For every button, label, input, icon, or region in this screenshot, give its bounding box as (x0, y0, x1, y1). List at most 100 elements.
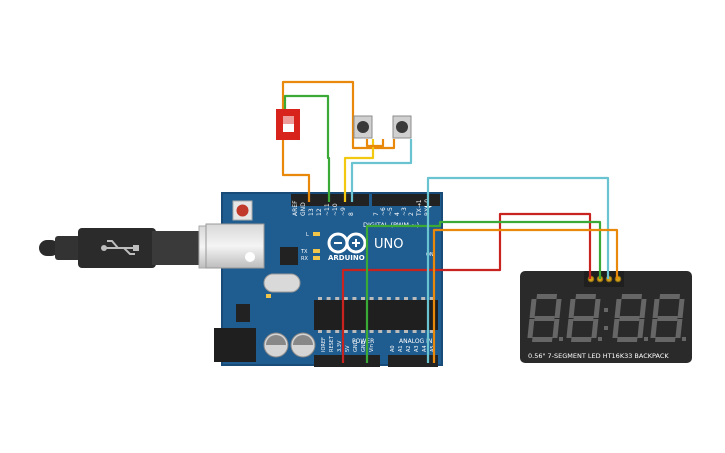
pin-label: AREF (292, 200, 299, 216)
pin-label: A4 (422, 345, 428, 352)
wire-cyan-button (350, 139, 413, 202)
segment (532, 337, 553, 342)
usb-chip (280, 247, 298, 265)
segment (650, 319, 658, 338)
power-label: POWER (352, 338, 374, 345)
pin-label: ~10 (332, 203, 339, 216)
mounting-hole (245, 252, 255, 262)
analog-header[interactable] (388, 355, 438, 367)
wire-green-switch (283, 94, 331, 202)
wire-yellow-button (343, 139, 375, 202)
segment (573, 316, 594, 321)
pin-label: A0 (390, 345, 396, 352)
pin-label: ~11 (324, 203, 331, 216)
push-button-1[interactable] (353, 115, 373, 139)
slide-switch[interactable] (276, 109, 300, 140)
pin-label: GND (353, 340, 359, 352)
pin-label: 13 (308, 208, 315, 216)
segment (659, 294, 681, 299)
segment (637, 319, 645, 338)
colon-dot (604, 308, 608, 312)
pin-label: 2 (408, 212, 415, 216)
segment (568, 299, 576, 318)
arduino-uno-board[interactable]: AREF GND 13 12 ~11 ~10 ~9 8 7 ~6 ~5 4 ~3… (205, 192, 443, 367)
digit (650, 294, 686, 342)
pin-label: ~6 (380, 207, 387, 216)
wire-cyan-display (426, 176, 610, 363)
segment (591, 319, 599, 338)
analog-label: ANALOG IN (399, 338, 432, 345)
wire-green-display (365, 220, 602, 363)
colon-dot (604, 326, 608, 330)
digit (612, 294, 648, 342)
decimal-point (598, 337, 602, 341)
brand-label: ARDUINO (328, 254, 365, 262)
usb-icon (101, 240, 139, 255)
crystal (263, 273, 301, 293)
power-header[interactable] (314, 355, 380, 367)
segment (552, 319, 560, 338)
segment (619, 316, 640, 321)
pin-label: A2 (406, 345, 412, 352)
usb-port[interactable] (205, 223, 265, 269)
svg-text:L: L (306, 232, 309, 238)
segment (621, 294, 643, 299)
digit (527, 294, 563, 342)
wire-red-display (341, 212, 592, 363)
push-button-2[interactable] (392, 115, 412, 139)
pin-label: 12 (316, 208, 323, 216)
display-label: 0.56" 7-SEGMENT LED HT16K33 BACKPACK (528, 352, 669, 360)
segment (677, 299, 685, 318)
pin-label: ~3 (401, 207, 408, 216)
pin-label: TX→1 (416, 199, 423, 217)
seven-segment-display[interactable]: 0.56" 7-SEGMENT LED HT16K33 BACKPACK (520, 271, 692, 363)
pin-label: A3 (414, 345, 420, 352)
atmega-chip (314, 297, 438, 333)
wire-orange-display (432, 228, 619, 363)
decimal-point (644, 337, 648, 341)
digit (566, 294, 602, 342)
segment (655, 337, 676, 342)
digital-header-right[interactable] (372, 194, 440, 206)
pin-label: RESET (329, 335, 335, 352)
reset-button[interactable] (232, 200, 253, 221)
wire-orange-gnd (281, 80, 396, 202)
icsp-label: ON (426, 252, 434, 258)
segment (617, 337, 638, 342)
pin-label: ~9 (340, 207, 347, 216)
wires[interactable] (281, 80, 619, 363)
segment (639, 299, 647, 318)
segment (612, 319, 620, 338)
wire-orange-button (365, 139, 385, 148)
segment (529, 299, 537, 318)
segment (571, 337, 592, 342)
voltage-regulator (236, 304, 250, 322)
segment (614, 299, 622, 318)
svg-text:TX: TX (300, 249, 308, 255)
display-digits (527, 294, 686, 342)
pin-label: ~5 (387, 207, 394, 216)
pin-label: Vin (369, 344, 375, 352)
decimal-point (559, 337, 563, 341)
segment (652, 299, 660, 318)
segment (536, 294, 558, 299)
pin-label: 4 (394, 212, 401, 216)
segment (554, 299, 562, 318)
arduino-infinity-icon (327, 232, 367, 254)
pin-label: 7 (373, 212, 380, 216)
svg-text:RX: RX (301, 256, 308, 262)
pin-label: GND (361, 340, 367, 352)
pin-label: 5V (345, 345, 351, 352)
board-model-label: UNO (374, 237, 403, 252)
decimal-point (682, 337, 686, 341)
segment (575, 294, 597, 299)
capacitors (263, 332, 316, 358)
segment (675, 319, 683, 338)
segment (593, 299, 601, 318)
pin-label: GND (300, 202, 307, 216)
dc-jack[interactable] (214, 328, 256, 362)
board-leds: L TX RX (266, 232, 320, 298)
pin-label: 8 (348, 212, 355, 216)
segment (566, 319, 574, 338)
